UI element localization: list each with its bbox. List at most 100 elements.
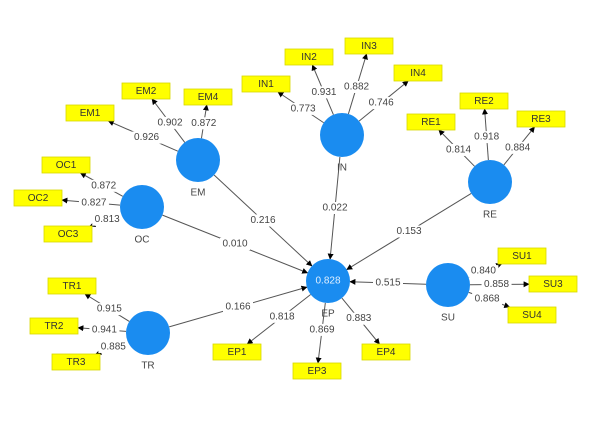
loading-label-su4-bg bbox=[472, 292, 503, 305]
indicator-box[interactable] bbox=[183, 88, 233, 106]
indicator-su3[interactable]: SU3 bbox=[528, 275, 578, 293]
indicator-box[interactable] bbox=[497, 247, 547, 265]
indicator-box[interactable] bbox=[292, 362, 342, 380]
latent-variable-em[interactable]: EM bbox=[176, 138, 220, 199]
indicator-box[interactable] bbox=[361, 343, 411, 361]
indicator-label: EM2 bbox=[136, 86, 157, 97]
indicator-box[interactable] bbox=[121, 82, 171, 100]
indicator-box[interactable] bbox=[51, 353, 101, 371]
indicator-label: RE3 bbox=[531, 114, 551, 125]
loading-label-in2-bg bbox=[308, 86, 339, 99]
path-coef-tr-ep-bg bbox=[223, 301, 253, 313]
indicator-label: RE1 bbox=[421, 117, 441, 128]
indicator-label: IN4 bbox=[410, 68, 426, 79]
indicator-in4[interactable]: IN4 bbox=[393, 64, 443, 82]
loading-label-re2-bg bbox=[471, 131, 502, 144]
indicator-box[interactable] bbox=[284, 48, 334, 66]
indicator-box[interactable] bbox=[393, 64, 443, 82]
latent-variable-ep[interactable]: EP 0.828 bbox=[306, 259, 350, 320]
indicator-box[interactable] bbox=[29, 317, 79, 335]
indicator-in3[interactable]: IN3 bbox=[344, 37, 394, 55]
latent-variable-oc[interactable]: OC bbox=[120, 185, 164, 246]
indicator-tr3[interactable]: TR3 bbox=[51, 353, 101, 371]
latent-label: EP bbox=[321, 309, 335, 320]
latent-circle[interactable] bbox=[306, 259, 350, 303]
indicator-label: IN3 bbox=[361, 41, 377, 52]
latent-circle[interactable] bbox=[426, 263, 470, 307]
indicator-box[interactable] bbox=[43, 225, 93, 243]
latent-circle[interactable] bbox=[120, 185, 164, 229]
indicator-oc3[interactable]: OC3 bbox=[43, 225, 93, 243]
loading-label-re3: 0.884 bbox=[505, 142, 530, 153]
indicator-box[interactable] bbox=[13, 189, 63, 207]
latent-circle[interactable] bbox=[468, 160, 512, 204]
loading-label-ep4: 0.883 bbox=[346, 313, 371, 324]
loading-label-su1-bg bbox=[468, 265, 499, 278]
loading-label-ep1-bg bbox=[267, 310, 298, 323]
path-coef-in-ep: 0.022 bbox=[322, 203, 347, 214]
indicator-label: OC2 bbox=[28, 193, 49, 204]
path-coef-oc-ep-bg bbox=[220, 238, 250, 250]
loading-label-in1: 0.773 bbox=[291, 103, 316, 114]
loading-label-oc1: 0.872 bbox=[91, 180, 116, 191]
indicator-in1[interactable]: IN1 bbox=[241, 75, 291, 93]
path-coef-em-ep-bg bbox=[248, 214, 278, 227]
indicator-oc2[interactable]: OC2 bbox=[13, 189, 63, 207]
latent-label: RE bbox=[483, 210, 497, 221]
indicator-box[interactable] bbox=[212, 343, 262, 361]
indicator-em4[interactable]: EM4 bbox=[183, 88, 233, 106]
indicator-label: SU1 bbox=[512, 251, 532, 262]
indicator-label: TR1 bbox=[63, 281, 82, 292]
indicator-label: OC1 bbox=[56, 160, 77, 171]
indicator-box[interactable] bbox=[241, 75, 291, 93]
indicator-re1[interactable]: RE1 bbox=[406, 113, 456, 131]
path-coef-tr-ep: 0.166 bbox=[225, 302, 250, 313]
indicator-ep3[interactable]: EP3 bbox=[292, 362, 342, 380]
loading-label-tr3-bg bbox=[98, 340, 129, 353]
indicator-oc1[interactable]: OC1 bbox=[41, 156, 91, 174]
loading-label-em1: 0.926 bbox=[134, 132, 159, 143]
loading-label-em4: 0.872 bbox=[191, 118, 216, 129]
loading-label-in1-bg bbox=[288, 102, 319, 115]
latent-circle[interactable] bbox=[176, 138, 220, 182]
indicator-box[interactable] bbox=[65, 104, 115, 122]
indicator-tr1[interactable]: TR1 bbox=[47, 277, 97, 295]
indicator-box[interactable] bbox=[528, 275, 578, 293]
indicator-label: EP4 bbox=[377, 347, 396, 358]
indicator-box[interactable] bbox=[47, 277, 97, 295]
indicator-ep4[interactable]: EP4 bbox=[361, 343, 411, 361]
indicator-tr2[interactable]: TR2 bbox=[29, 317, 79, 335]
indicator-box[interactable] bbox=[516, 110, 566, 128]
path-coef-in-ep-bg bbox=[320, 202, 350, 214]
loading-label-oc3-bg bbox=[92, 213, 123, 226]
indicator-box[interactable] bbox=[344, 37, 394, 55]
indicator-re2[interactable]: RE2 bbox=[459, 92, 509, 110]
indicator-su1[interactable]: SU1 bbox=[497, 247, 547, 265]
indicator-label: OC3 bbox=[58, 229, 79, 240]
indicator-re3[interactable]: RE3 bbox=[516, 110, 566, 128]
loading-label-ep4-bg bbox=[343, 312, 374, 325]
loading-label-in4: 0.746 bbox=[369, 98, 394, 109]
indicator-su4[interactable]: SU4 bbox=[507, 306, 557, 324]
latent-circle[interactable] bbox=[126, 311, 170, 355]
loading-label-oc1-bg bbox=[88, 179, 119, 192]
indicator-box[interactable] bbox=[507, 306, 557, 324]
indicator-em1[interactable]: EM1 bbox=[65, 104, 115, 122]
indicator-label: SU3 bbox=[543, 279, 563, 290]
r-squared-value: 0.828 bbox=[315, 276, 340, 287]
indicator-em2[interactable]: EM2 bbox=[121, 82, 171, 100]
path-coef-oc-ep: 0.010 bbox=[222, 239, 247, 250]
indicator-in2[interactable]: IN2 bbox=[284, 48, 334, 66]
latent-variable-tr[interactable]: TR bbox=[126, 311, 170, 372]
loading-label-su3-bg bbox=[481, 278, 512, 291]
latent-variable-in[interactable]: IN bbox=[320, 113, 364, 174]
loading-label-in3-bg bbox=[341, 80, 372, 93]
indicator-box[interactable] bbox=[406, 113, 456, 131]
latent-variable-su[interactable]: SU bbox=[426, 263, 470, 324]
latent-circle[interactable] bbox=[320, 113, 364, 157]
indicator-ep1[interactable]: EP1 bbox=[212, 343, 262, 361]
indicator-label: EM1 bbox=[80, 108, 101, 119]
latent-variable-re[interactable]: RE bbox=[468, 160, 512, 221]
indicator-box[interactable] bbox=[41, 156, 91, 174]
indicator-box[interactable] bbox=[459, 92, 509, 110]
